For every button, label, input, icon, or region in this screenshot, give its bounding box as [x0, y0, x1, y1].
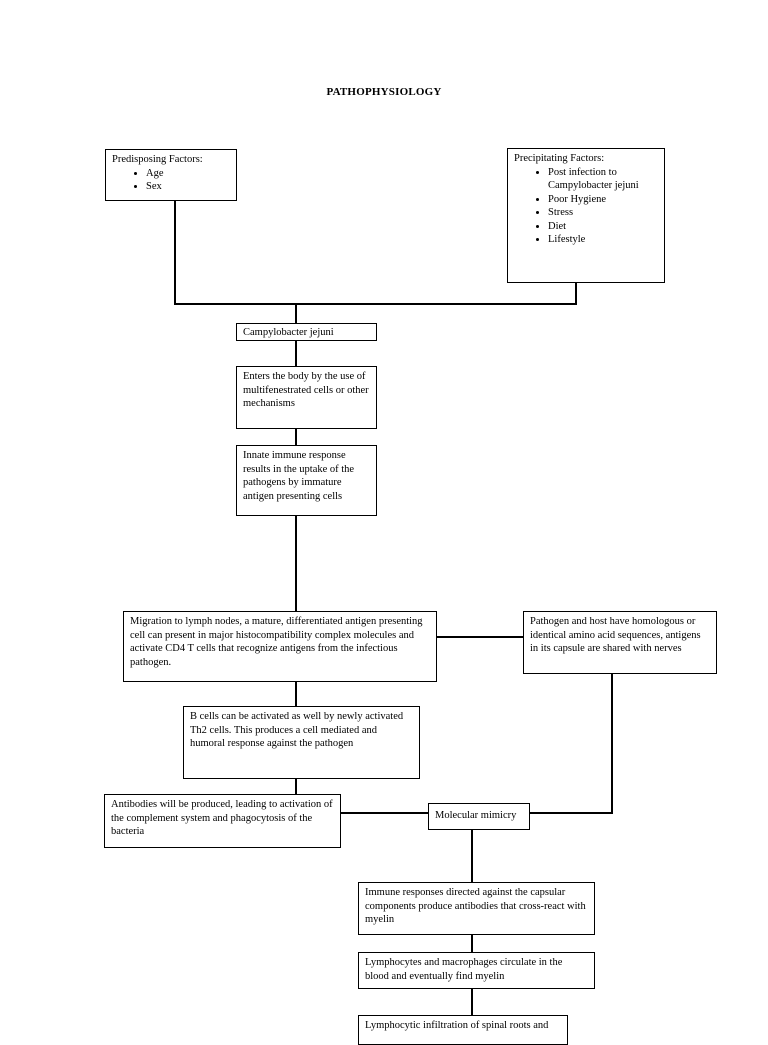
antibodies-box: Antibodies will be produced, leading to … — [104, 794, 341, 848]
list-item: Post infection to Campylobacter jejuni — [548, 166, 658, 193]
immune-responses-box: Immune responses directed against the ca… — [358, 882, 595, 935]
precipitating-factors-heading: Precipitating Factors: — [514, 153, 605, 164]
connector-predisposing-down — [174, 200, 176, 305]
predisposing-factors-list: Age Sex — [112, 167, 230, 194]
list-item: Sex — [146, 180, 230, 194]
campylobacter-box: Campylobacter jejuni — [236, 323, 377, 341]
b-cells-box: B cells can be activated as well by newl… — [183, 706, 420, 779]
connector-antibodies-mimicry — [340, 812, 429, 814]
list-item: Stress — [548, 206, 658, 220]
list-item: Age — [146, 167, 230, 181]
connector-lymphocytes-infiltration — [471, 988, 473, 1016]
enters-body-box: Enters the body by the use of multifenes… — [236, 366, 377, 429]
precipitating-factors-box: Precipitating Factors: Post infection to… — [507, 148, 665, 283]
innate-response-box: Innate immune response results in the up… — [236, 445, 377, 516]
connector-factors-horizontal — [174, 303, 577, 305]
connector-mimicry-immune — [471, 829, 473, 883]
migration-box: Migration to lymph nodes, a mature, diff… — [123, 611, 437, 682]
connector-campylobacter-enters — [295, 340, 297, 367]
homologous-box: Pathogen and host have homologous or ide… — [523, 611, 717, 674]
list-item: Lifestyle — [548, 233, 658, 247]
connector-immune-lymphocytes — [471, 934, 473, 953]
precipitating-factors-list: Post infection to Campylobacter jejuni P… — [514, 166, 658, 247]
list-item: Diet — [548, 220, 658, 234]
page-title: PATHOPHYSIOLOGY — [326, 86, 442, 98]
infiltration-box: Lymphocytic infiltration of spinal roots… — [358, 1015, 568, 1045]
list-item: Poor Hygiene — [548, 193, 658, 207]
predisposing-factors-box: Predisposing Factors: Age Sex — [105, 149, 237, 201]
connector-enters-innate — [295, 428, 297, 446]
molecular-mimicry-box: Molecular mimicry — [428, 803, 530, 830]
predisposing-factors-heading: Predisposing Factors: — [112, 154, 203, 165]
connector-migration-homologous — [436, 636, 523, 638]
connector-homologous-down — [611, 673, 613, 814]
connector-to-campylobacter — [295, 303, 297, 324]
connector-migration-bcells — [295, 681, 297, 707]
connector-innate-migration — [295, 515, 297, 612]
connector-precipitating-down — [575, 282, 577, 305]
connector-homologous-mimicry — [529, 812, 613, 814]
connector-bcells-antibodies — [295, 778, 297, 795]
lymphocytes-box: Lymphocytes and macrophages circulate in… — [358, 952, 595, 989]
